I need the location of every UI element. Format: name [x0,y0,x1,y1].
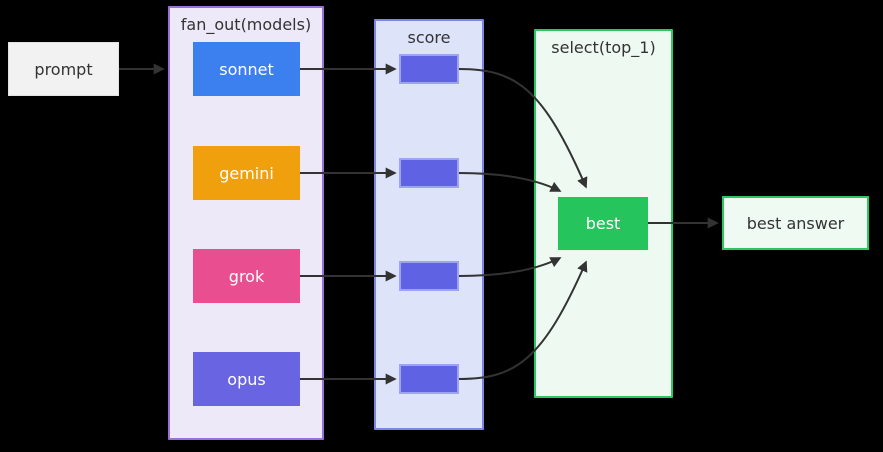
best-label: best [585,214,621,233]
opus-node: opus [193,352,300,406]
score-slot [399,54,459,84]
grok-node: grok [193,249,300,303]
prompt-node: prompt [8,42,119,96]
sonnet-node: sonnet [193,42,300,96]
grok-label: grok [228,266,265,286]
best-answer-node: best answer [722,196,869,250]
gemini-label: gemini [219,163,274,183]
fanout-title: fan_out(models) [180,15,312,34]
edge-score1-to-best [458,68,588,189]
score-slot [399,158,459,188]
edge-score3-to-best [458,257,562,277]
opus-label: opus [227,369,266,389]
prompt-label: prompt [34,59,93,79]
edge-score2-to-best [458,172,562,192]
best-node: best [558,197,648,250]
select-title: select(top_1) [551,38,656,57]
score-slot [399,261,459,291]
best-answer-label: best answer [746,213,845,233]
gemini-node: gemini [193,146,300,200]
score-title: score [407,28,451,47]
edge-score4-to-best [458,260,588,380]
score-container: score [374,19,484,430]
sonnet-label: sonnet [219,59,274,79]
score-slot [399,364,459,394]
